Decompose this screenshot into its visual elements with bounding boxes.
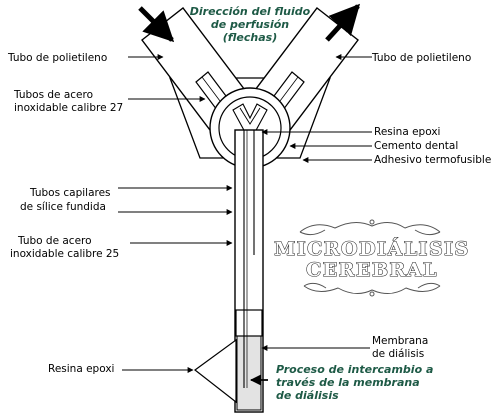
label-steel27-line1: Tubos de acero <box>13 89 93 101</box>
epoxy-tip <box>194 338 237 404</box>
exchange-note-line3: de diálisis <box>276 389 339 402</box>
label-epoxy-right: Resina epoxi <box>374 126 440 138</box>
title-line2: CEREBRAL <box>306 259 438 281</box>
flow-note-line1: Dirección del fluido <box>190 5 311 18</box>
label-polyethylene-left: Tubo de polietileno <box>7 52 107 64</box>
flow-in-arrow <box>138 6 175 43</box>
exchange-note-line1: Proceso de intercambio a <box>276 363 433 376</box>
label-membrane-line1: Membrana <box>372 335 428 347</box>
label-capillary-line2: de sílice fundida <box>20 201 106 213</box>
exchange-note-line2: través de la membrana <box>276 376 420 389</box>
title-line1: MICRODIÁLISIS <box>274 237 470 260</box>
flow-out-arrow <box>325 3 361 42</box>
label-polyethylene-right: Tubo de polietileno <box>371 52 471 64</box>
label-hot-melt: Adhesivo termofusible <box>374 154 491 166</box>
label-steel27-line2: inoxidable calibre 27 <box>14 102 123 114</box>
label-steel25-line1: Tubo de acero <box>17 235 92 247</box>
flow-note-line2: de perfusión <box>211 18 289 31</box>
label-membrane-line2: de diálisis <box>372 348 424 360</box>
label-dental-cement: Cemento dental <box>374 140 458 152</box>
label-steel25-line2: inoxidable calibre 25 <box>10 248 119 260</box>
dialysis-membrane <box>236 334 262 411</box>
epoxy-joint <box>235 309 263 337</box>
label-capillary-line1: Tubos capilares <box>29 187 111 199</box>
flow-note-line3: (flechas) <box>223 31 278 44</box>
title-ornament <box>299 219 441 297</box>
label-epoxy-left: Resina epoxi <box>48 363 114 375</box>
